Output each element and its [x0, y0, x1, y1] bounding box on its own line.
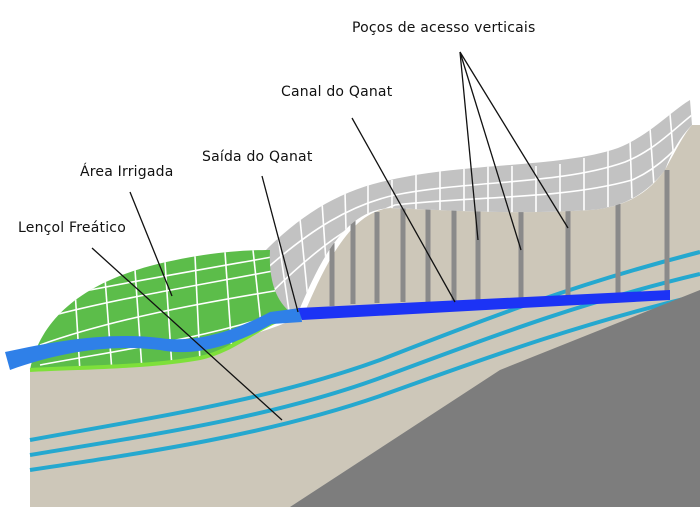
- leader-shafts-1: [459, 51, 479, 241]
- leader-shafts-2: [459, 51, 522, 251]
- leader-channel: [351, 117, 456, 303]
- label-qanat-channel: Canal do Qanat: [281, 84, 393, 100]
- river-outflow: [5, 308, 302, 370]
- bedrock: [290, 290, 700, 507]
- leader-shafts-3: [459, 51, 569, 229]
- terrain-surface: [261, 100, 692, 313]
- qanat-channel: [298, 290, 670, 320]
- leader-outlet: [261, 175, 299, 313]
- label-irrigated-area: Área Irrigada: [80, 164, 174, 180]
- leader-lines: [91, 51, 569, 421]
- water-layer-2: [29, 272, 700, 457]
- leader-irrigated: [129, 191, 173, 297]
- label-qanat-outlet: Saída do Qanat: [202, 149, 313, 165]
- water-layer-3: [29, 293, 700, 472]
- leader-water-table: [91, 247, 283, 421]
- water-layer-1: [29, 250, 700, 442]
- label-vertical-shafts: Poços de acesso verticais: [352, 20, 536, 36]
- water-table-layers: [29, 250, 700, 472]
- label-water-table: Lençol Freático: [18, 220, 126, 236]
